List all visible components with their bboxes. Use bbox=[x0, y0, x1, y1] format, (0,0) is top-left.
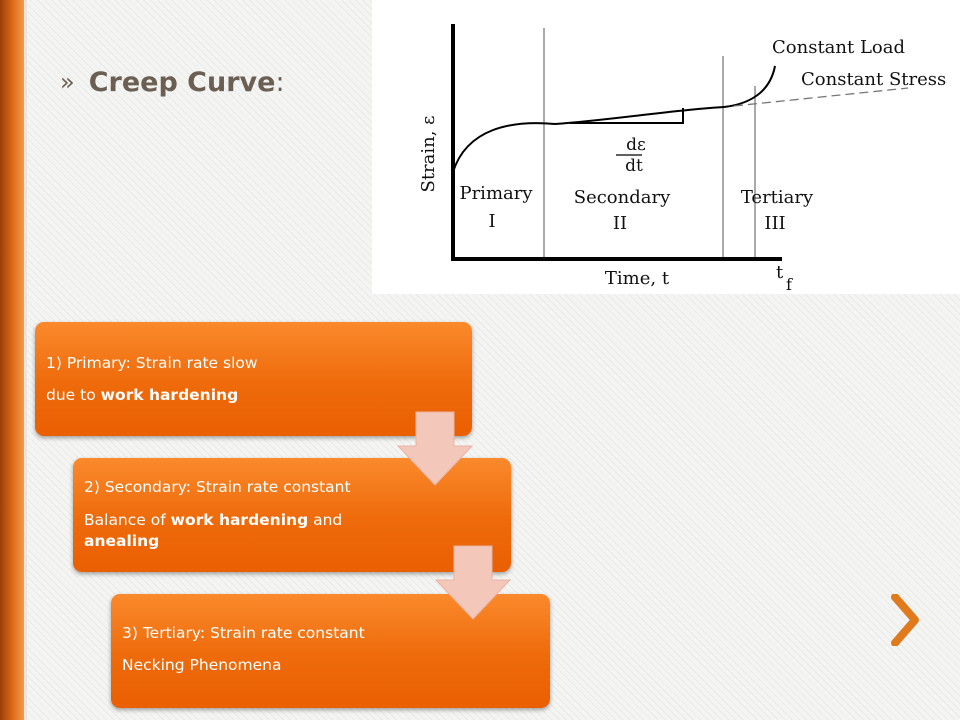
stage-secondary-detail: Balance of work hardening and anealing bbox=[84, 510, 384, 552]
stage-secondary-detail-bold: work hardening bbox=[170, 511, 309, 529]
stage-tertiary-detail: Necking Phenomena bbox=[122, 656, 282, 674]
stage-primary-numeral: I bbox=[488, 211, 495, 232]
slope-numerator: dε bbox=[626, 135, 646, 155]
x-axis-label: Time, t bbox=[605, 268, 670, 289]
stage-primary-detail-prefix: due to bbox=[46, 386, 101, 404]
down-arrow-icon bbox=[396, 411, 474, 486]
stage-box-secondary: 2) Secondary: Strain rate constant Balan… bbox=[73, 458, 511, 572]
tf-label: t bbox=[776, 262, 784, 283]
stage-box-primary: 1) Primary: Strain rate slow due to work… bbox=[35, 322, 472, 436]
stage-secondary-title: 2) Secondary: Strain rate constant bbox=[84, 478, 351, 496]
stage-primary-label: Primary bbox=[459, 183, 533, 204]
stage-tertiary-title: 3) Tertiary: Strain rate constant bbox=[122, 624, 365, 642]
chevron-right-icon bbox=[891, 594, 919, 646]
stage-tertiary-label: Tertiary bbox=[741, 187, 814, 208]
slide-title: » Creep Curve : bbox=[60, 60, 285, 104]
stage-secondary-detail-mid: and bbox=[308, 511, 343, 529]
stage-primary-title: 1) Primary: Strain rate slow bbox=[46, 354, 258, 372]
constant-load-curve bbox=[452, 65, 776, 173]
stage-tertiary-numeral: III bbox=[764, 213, 785, 234]
left-accent-bar bbox=[0, 0, 24, 720]
stage-secondary-label: Secondary bbox=[574, 187, 671, 208]
slope-denominator: dt bbox=[625, 156, 643, 176]
title-colon: : bbox=[275, 66, 285, 98]
stage-primary-detail-bold: work hardening bbox=[100, 386, 239, 404]
constant-stress-curve bbox=[733, 87, 909, 107]
constant-load-label: Constant Load bbox=[772, 37, 905, 58]
slope-triangle bbox=[570, 108, 684, 124]
title-bullet: » bbox=[60, 68, 75, 96]
stage-secondary-detail-bold2: anealing bbox=[84, 532, 160, 550]
next-slide-chevron-icon[interactable] bbox=[886, 592, 926, 648]
creep-curve-graph: dε dt Constant Load Constant Stress Prim… bbox=[418, 24, 946, 294]
tf-subscript: f bbox=[786, 275, 793, 294]
constant-stress-label: Constant Stress bbox=[801, 69, 946, 90]
stage-primary-detail: due to work hardening bbox=[46, 386, 238, 404]
stage-secondary-detail-prefix: Balance of bbox=[84, 511, 171, 529]
creep-curve-figure: dε dt Constant Load Constant Stress Prim… bbox=[372, 0, 960, 294]
title-text: Creep Curve bbox=[88, 66, 276, 98]
down-arrow-icon bbox=[434, 545, 512, 620]
left-accent-divider bbox=[24, 0, 27, 720]
stage-secondary-numeral: II bbox=[613, 213, 627, 234]
y-axis-label: Strain, ε bbox=[418, 115, 439, 192]
